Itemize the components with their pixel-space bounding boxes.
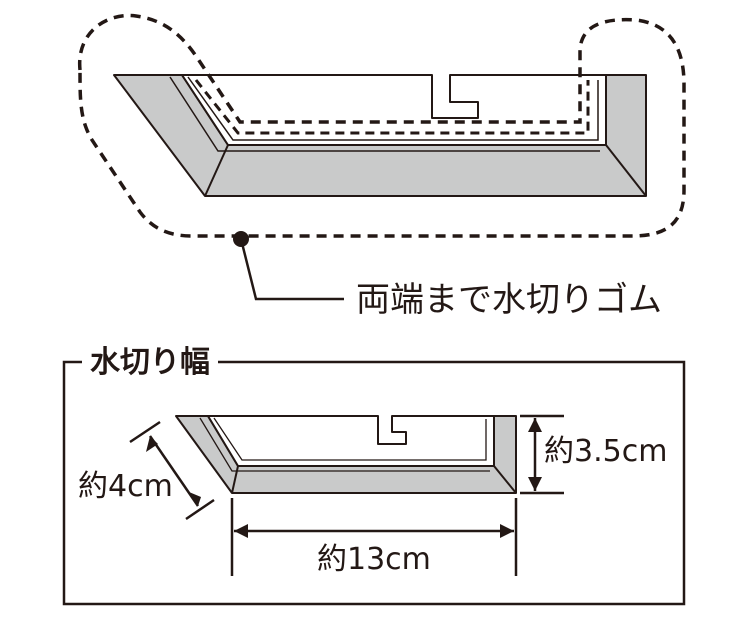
depth-dimension	[129, 420, 215, 521]
rubber-extent-dashed-outline	[78, 13, 686, 238]
section-inner-tray	[207, 415, 495, 467]
callout-label: 両端まで水切りゴム	[356, 280, 662, 320]
drainer-inner-tray	[181, 74, 607, 146]
width-label: 約13cm	[317, 542, 431, 577]
height-label: 約3.5cm	[544, 434, 668, 469]
width-section-box	[62, 360, 686, 606]
rubber-inner-dashed	[194, 79, 590, 135]
width-dimension	[230, 498, 518, 576]
callout-leader-line	[239, 238, 344, 301]
drainer-top-view	[78, 13, 686, 301]
section-title: 水切り幅	[82, 348, 218, 378]
drainer-section-view	[175, 415, 517, 494]
depth-label: 約4cm	[78, 469, 173, 504]
height-dimension	[520, 414, 564, 495]
